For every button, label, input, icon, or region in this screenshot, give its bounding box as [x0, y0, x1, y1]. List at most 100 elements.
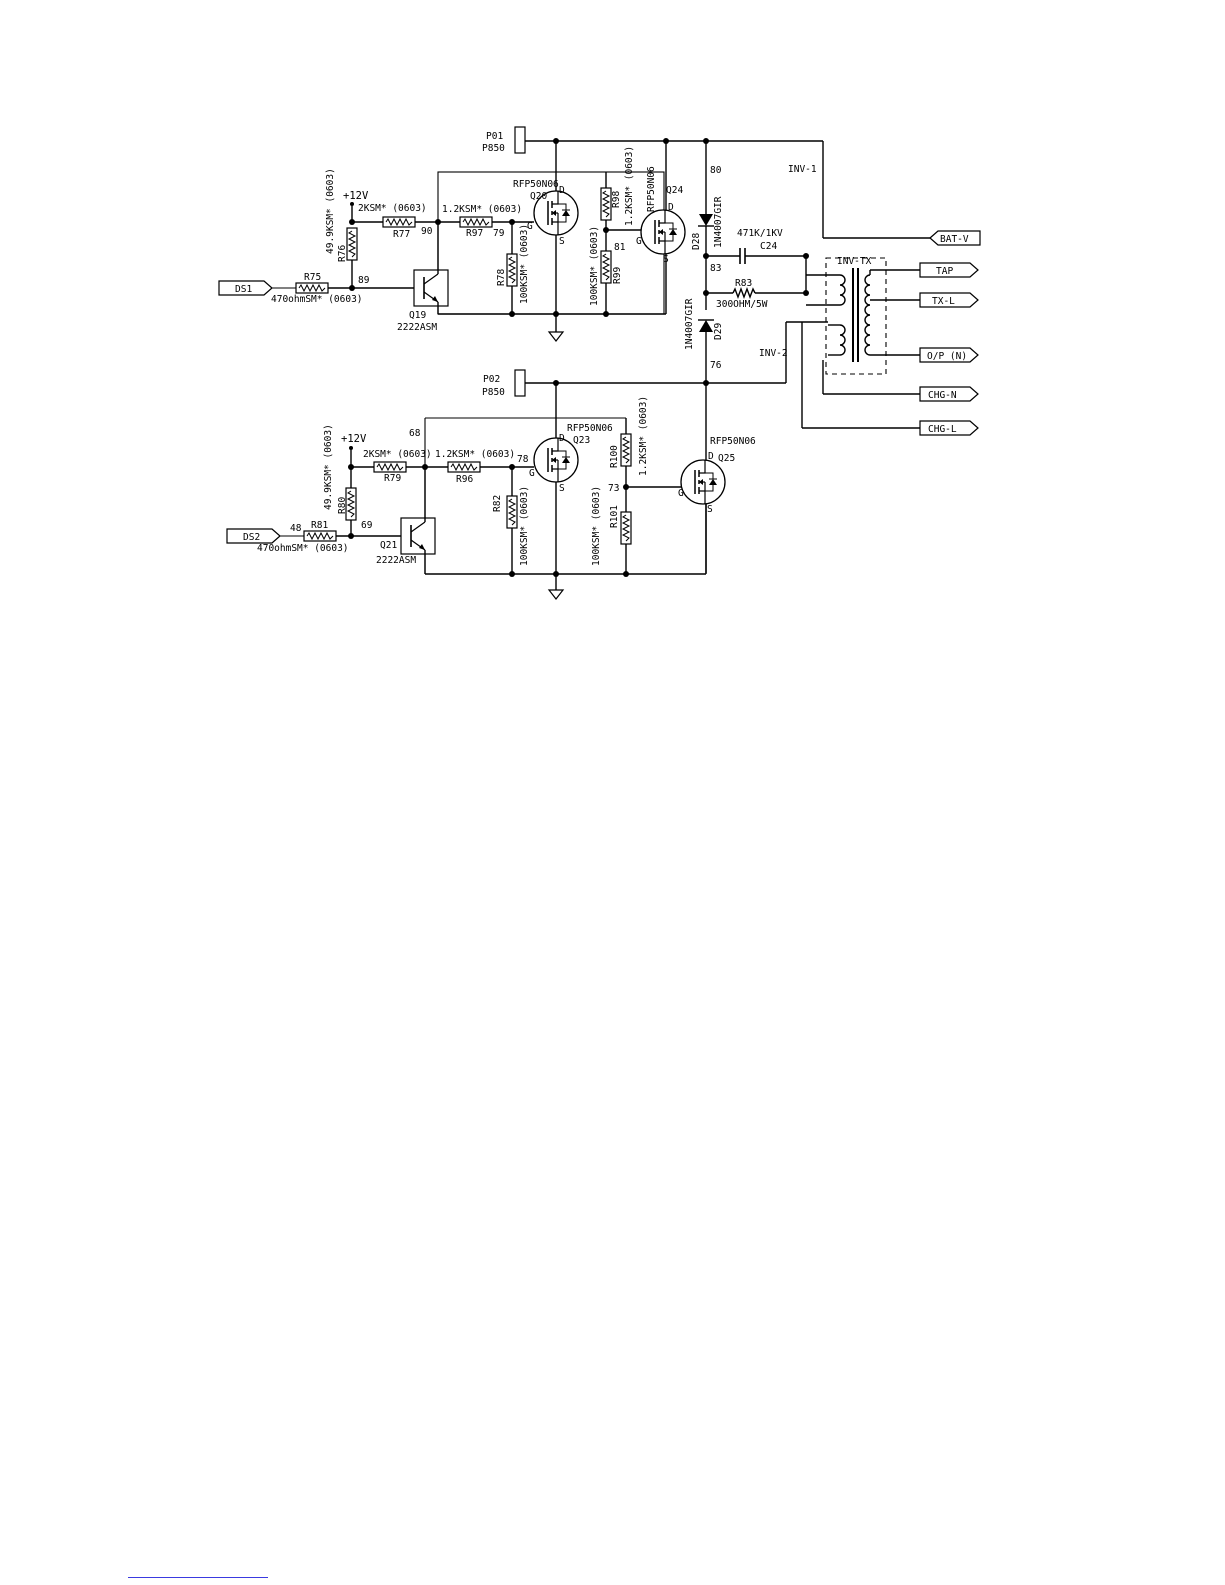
- resistor-r77: [382, 216, 416, 228]
- resistor-r97: [459, 216, 493, 228]
- resistor-r101: [620, 511, 632, 545]
- q24-pin-s: S: [663, 254, 669, 265]
- signal-tap: TAP: [919, 262, 979, 278]
- signal-op-n: O/P (N): [919, 347, 979, 363]
- q24-pin-g: G: [636, 236, 642, 247]
- resistor-r78: [506, 253, 518, 287]
- connector-p01: [514, 126, 526, 154]
- q24-part: RFP50N06: [646, 166, 657, 212]
- r77-ref: R77: [393, 229, 410, 240]
- signal-chg-n: CHG-N: [919, 386, 979, 402]
- net-73: 73: [608, 483, 619, 494]
- supply-12v-lower: +12V: [341, 433, 367, 445]
- r101-ref: R101: [609, 505, 620, 528]
- signal-ds2: [226, 528, 281, 544]
- resistor-r79: [373, 461, 407, 473]
- resistor-r76: [346, 227, 358, 261]
- mosfet-q25: [680, 459, 726, 505]
- net-81: 81: [614, 242, 626, 253]
- d28-part: 1N4007GIR: [713, 196, 724, 248]
- q25-pin-d: D: [708, 451, 714, 462]
- net-inv2: INV-2: [759, 348, 788, 359]
- resistor-r96: [447, 461, 481, 473]
- q20-ref: Q20: [530, 191, 547, 202]
- svg-text:O/P (N): O/P (N): [927, 351, 967, 362]
- q23-pin-g: G: [529, 468, 535, 479]
- mosfet-q24: [640, 209, 686, 255]
- resistor-r81: [303, 530, 337, 542]
- net-48: 48: [290, 523, 302, 534]
- net-90: 90: [421, 226, 433, 237]
- mosfet-q23: [533, 437, 579, 483]
- signal-ds1: [218, 280, 273, 296]
- c24-value: 471K/1KV: [737, 228, 783, 239]
- q20-part: RFP50N06: [513, 179, 559, 190]
- q25-pin-g: G: [678, 488, 684, 499]
- net-83: 83: [710, 263, 721, 274]
- diode-d29: [699, 320, 713, 332]
- r79-value: 2KSM* (0603): [363, 449, 432, 460]
- transformer-inv-tx: [825, 257, 887, 375]
- transistor-q19: [413, 269, 449, 307]
- r100-value: 1.2KSM* (0603): [638, 396, 649, 476]
- resistor-r83: [732, 287, 756, 299]
- resistor-r98: [600, 187, 612, 221]
- r98-ref: R98: [611, 191, 622, 208]
- signal-bat-v: BAT-V: [929, 230, 981, 246]
- signal-tx-l: TX-L: [919, 292, 979, 308]
- r99-ref: R99: [612, 267, 623, 284]
- d29-part: 1N4007GIR: [684, 298, 695, 350]
- p02-ref: P02: [483, 374, 500, 385]
- r100-ref: R100: [609, 445, 620, 468]
- q23-pin-s: S: [559, 483, 565, 494]
- r78-ref: R78: [496, 269, 507, 286]
- net-80: 80: [710, 165, 722, 176]
- r75-ref: R75: [304, 272, 321, 283]
- transformer-ref: INV-TX: [837, 256, 872, 267]
- q25-pin-s: S: [707, 504, 713, 515]
- q23-ref: Q23: [573, 435, 590, 446]
- ds2-label: DS2: [243, 532, 260, 543]
- p01-type: P850: [482, 143, 505, 154]
- ground-upper: [548, 331, 564, 342]
- q19-ref: Q19: [409, 310, 426, 321]
- net-76: 76: [710, 360, 722, 371]
- q20-pin-d: D: [559, 185, 565, 196]
- r101-value: 100KSM* (0603): [591, 486, 602, 566]
- resistor-r99: [600, 250, 612, 284]
- r83-ref: R83: [735, 278, 752, 289]
- q25-ref: Q25: [718, 453, 735, 464]
- r83-value: 300OHM/5W: [716, 299, 768, 310]
- upper-stage: P01 P850 +12V 2KSM* (0603) R77 90 1.2KSM…: [218, 126, 823, 342]
- r81-ref: R81: [311, 520, 328, 531]
- svg-text:BAT-V: BAT-V: [940, 234, 969, 245]
- p02-type: P850: [482, 387, 505, 398]
- ground-lower: [548, 589, 564, 600]
- d29-ref: D29: [713, 323, 724, 340]
- svg-text:CHG-L: CHG-L: [928, 424, 957, 435]
- c24-ref: C24: [760, 241, 777, 252]
- resistor-r82: [506, 495, 518, 529]
- net-79: 79: [493, 228, 505, 239]
- r96-ref: R96: [456, 474, 473, 485]
- q20-pin-g: G: [527, 221, 533, 232]
- q21-ref: Q21: [380, 540, 397, 551]
- q25-part: RFP50N06: [710, 436, 756, 447]
- r99-value: 100KSM* (0603): [589, 226, 600, 306]
- r96-value: 1.2KSM* (0603): [435, 449, 515, 460]
- r76-value: 49.9KSM* (0603): [325, 168, 336, 254]
- p01-ref: P01: [486, 131, 503, 142]
- signal-chg-l: CHG-L: [919, 420, 979, 436]
- resistor-r100: [620, 433, 632, 467]
- q19-part: 2222ASM: [397, 322, 437, 333]
- resistor-r75: [295, 282, 329, 294]
- net-78: 78: [517, 454, 529, 465]
- r80-value: 49.9KSM* (0603): [323, 424, 334, 510]
- r79-ref: R79: [384, 473, 401, 484]
- diode-d28: [699, 214, 713, 226]
- r81-value: 470ohmSM* (0603): [257, 543, 349, 554]
- q24-pin-d: D: [668, 202, 674, 213]
- footer-rule: [128, 1577, 268, 1578]
- transistor-q21: [400, 517, 436, 555]
